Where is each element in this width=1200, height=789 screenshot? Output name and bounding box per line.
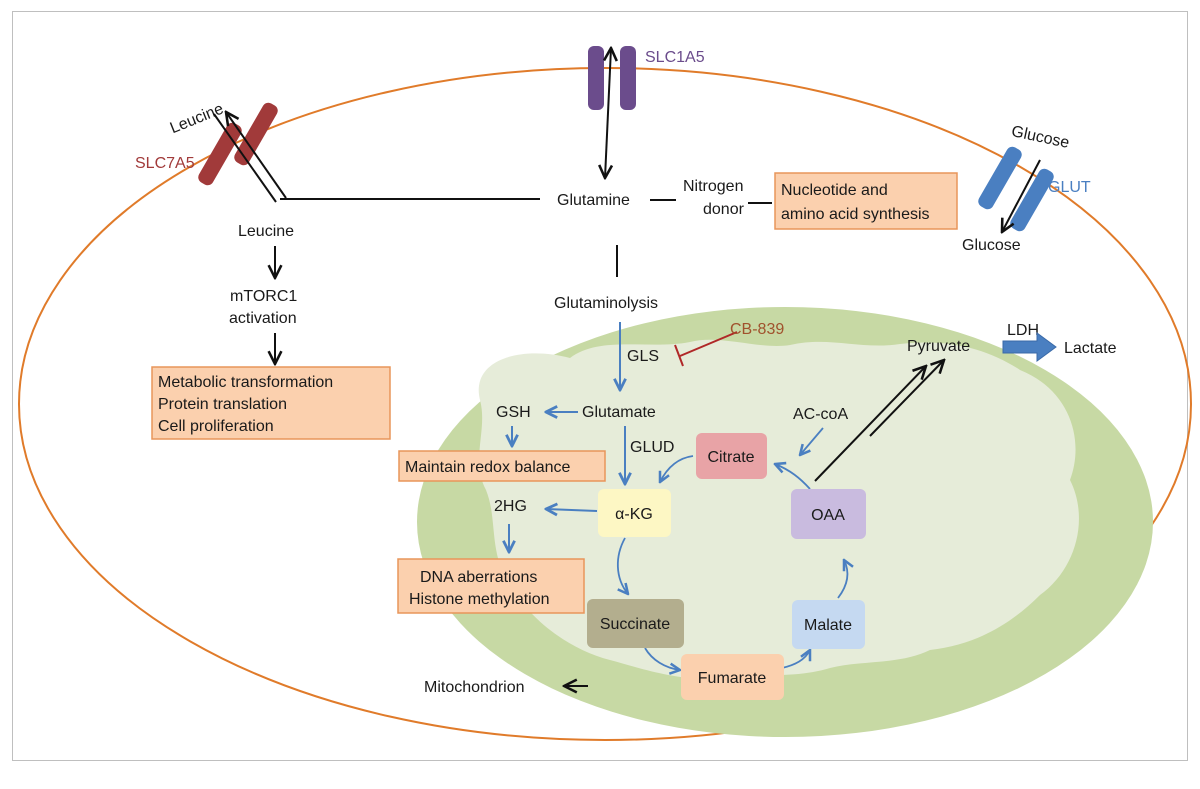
glutaminolysis-label: Glutaminolysis [554, 295, 658, 312]
malate-label: Malate [804, 617, 852, 634]
akg-label: α-KG [615, 506, 653, 523]
nucleotide-synthesis-box: Nucleotide and amino acid synthesis [774, 172, 958, 230]
oaa-pyruvate-arrow [814, 366, 926, 482]
malate-node: Malate [792, 600, 865, 649]
cb839-label: CB-839 [730, 321, 784, 338]
akg-to-succinate-arrow [616, 537, 628, 594]
glucose-inside-label: Glucose [962, 237, 1021, 254]
glucose-import-arrow [1002, 159, 1041, 232]
cb839-inhibition-bar [674, 344, 684, 367]
glucose-outside-label: Glucose [1010, 123, 1071, 152]
oaa-to-citrate-arrow [775, 464, 811, 490]
nucleotide-line-2: amino acid synthesis [781, 206, 930, 223]
citrate-to-akg-arrow [660, 455, 694, 482]
akg-node: α-KG [598, 489, 671, 537]
pyruvate-label: Pyruvate [907, 338, 970, 355]
gsh-label: GSH [496, 404, 531, 421]
redox-line-1: Maintain redox balance [405, 459, 571, 476]
nucleotide-line-1: Nucleotide and [781, 182, 888, 199]
accoa-label: AC-coA [793, 406, 848, 423]
metabolic-line-3: Cell proliferation [158, 418, 274, 435]
leucine-export-line [213, 113, 277, 203]
2hg-label: 2HG [494, 498, 527, 515]
akg-to-2hg-arrow [546, 509, 598, 511]
lactate-label: Lactate [1064, 340, 1117, 357]
mitochondrion-shape [417, 307, 1153, 737]
cb839-inhibition-line [679, 331, 738, 357]
citrate-node: Citrate [696, 433, 767, 479]
succinate-node: Succinate [587, 599, 684, 648]
succinate-label: Succinate [600, 616, 670, 633]
nitrogen-label: Nitrogen [683, 178, 743, 195]
dna-line-1: DNA aberrations [420, 569, 537, 586]
donor-label: donor [703, 201, 745, 218]
glut-transporter [978, 146, 1054, 232]
citrate-label: Citrate [707, 449, 754, 466]
metabolic-transformation-box: Metabolic transformation Protein transla… [151, 366, 391, 440]
mitochondrion-label: Mitochondrion [424, 679, 525, 696]
succinate-to-fumarate-arrow [644, 647, 680, 670]
tca-cycle-arrows [616, 427, 848, 670]
pyruvate-oaa-arrow [869, 360, 944, 437]
figure-frame [12, 11, 1188, 761]
redox-balance-box: Maintain redox balance [398, 450, 606, 482]
malate-to-oaa-arrow [837, 560, 847, 599]
fumarate-to-malate-arrow [781, 650, 810, 669]
fumarate-label: Fumarate [698, 670, 767, 687]
oaa-node: OAA [791, 489, 866, 539]
leucine-inside-label: Leucine [238, 223, 294, 240]
fumarate-node: Fumarate [681, 654, 784, 700]
glutamine-transport-arrow [605, 48, 611, 178]
dna-line-2: Histone methylation [409, 591, 550, 608]
slc1a5-transporter [588, 46, 636, 110]
oaa-label: OAA [811, 507, 845, 524]
glutamine-label: Glutamine [557, 192, 630, 209]
dna-aberrations-box: DNA aberrations Histone methylation [397, 558, 585, 614]
gls-label: GLS [627, 348, 659, 365]
ldh-label: LDH [1007, 322, 1039, 339]
slc7a5-label: SLC7A5 [135, 155, 195, 172]
activation-label: activation [229, 310, 297, 327]
ldh-block-arrow [1002, 332, 1057, 362]
glut-label: GLUT [1048, 179, 1091, 196]
slc1a5-label: SLC1A5 [645, 49, 705, 66]
accoa-to-citrate-arrow [800, 427, 824, 455]
mtorc1-label: mTORC1 [230, 288, 297, 305]
metabolic-line-2: Protein translation [158, 396, 287, 413]
leucine-import-arrow [226, 112, 287, 199]
glutamate-label: Glutamate [582, 404, 656, 421]
glud-label: GLUD [630, 439, 674, 456]
metabolic-line-1: Metabolic transformation [158, 374, 333, 391]
